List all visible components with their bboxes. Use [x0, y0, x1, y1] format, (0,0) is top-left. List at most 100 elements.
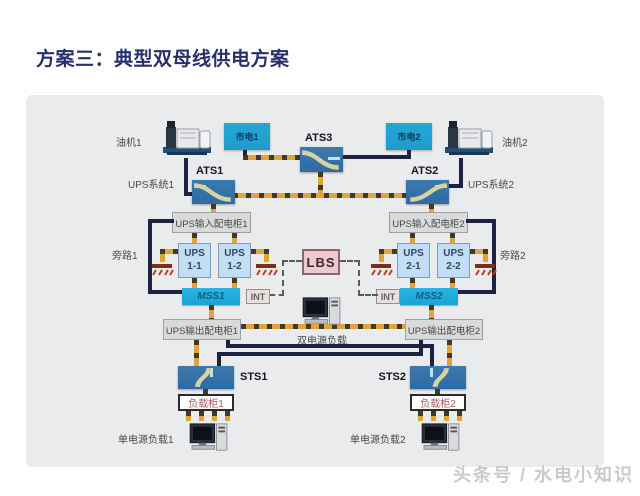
gen2-power-line	[459, 158, 463, 188]
ats2-box	[406, 180, 449, 204]
lbs-label: LBS	[306, 254, 336, 270]
ups-system1-label: UPS系统1	[128, 180, 175, 191]
port-mark	[328, 157, 340, 160]
switch-arc-icon	[195, 367, 212, 388]
switch-arc-icon	[410, 183, 448, 202]
switch-arc-icon	[432, 367, 449, 388]
ground-icon	[371, 264, 393, 276]
bypass2-line	[458, 290, 496, 294]
power-cable	[192, 233, 197, 243]
generator-icon	[163, 121, 211, 155]
single-load1-label: 单电源负载1	[118, 435, 174, 446]
ground-cable	[470, 249, 488, 254]
cross-feed-line	[430, 344, 434, 368]
lbs-signal-line	[282, 260, 302, 262]
generator2-label: 油机2	[502, 138, 528, 149]
ats1-output-cable	[211, 204, 216, 213]
power-cable	[447, 340, 452, 367]
ats-bus-cable	[233, 193, 407, 198]
ground-cable	[379, 249, 397, 254]
sts1-box	[178, 366, 234, 389]
int1-label: INT	[250, 291, 266, 302]
ats3-mains2-line	[343, 155, 411, 159]
mains1-drop-line	[243, 150, 247, 158]
load-stub-cable	[212, 411, 217, 421]
int2-box: INT	[376, 289, 400, 304]
sts2-label: STS2	[378, 371, 406, 383]
ats1-box	[192, 180, 235, 204]
load-cabinet2-box: 负载柜2	[410, 394, 466, 411]
ats3-output-cable	[318, 172, 323, 196]
load-stub-cable	[225, 411, 230, 421]
mains1-ats3-cable	[243, 155, 300, 160]
ats2-output-cable	[429, 204, 434, 213]
cross-feed-line	[217, 352, 423, 356]
lbs-signal-line	[340, 260, 360, 262]
output-cabinet1-box: UPS输出配电柜1	[163, 319, 241, 340]
ground-cable	[483, 249, 488, 262]
generator1-label: 油机1	[116, 138, 142, 149]
load-cabinet1-box: 负载柜1	[178, 394, 234, 411]
lbs-signal-line	[270, 294, 284, 296]
dual-load-cable	[241, 324, 405, 329]
ats3-box	[300, 147, 343, 172]
ats2-label: ATS2	[411, 165, 439, 177]
ups-system2-label: UPS系统2	[468, 180, 515, 191]
ground-cable	[251, 249, 269, 254]
bypass1-line	[150, 219, 174, 223]
ground-cable	[379, 249, 384, 262]
bypass1-line	[148, 290, 184, 294]
power-cable	[435, 389, 440, 394]
mains1-box: 市电1	[224, 123, 270, 150]
power-cable	[203, 389, 208, 394]
ground-icon	[256, 264, 278, 276]
lbs-signal-line	[282, 260, 284, 296]
output-cabinet2-label: UPS输出配电柜2	[407, 325, 481, 337]
bypass1-line	[148, 219, 152, 294]
output-cabinet1-label: UPS输出配电柜1	[165, 325, 239, 337]
lbs-signal-line	[358, 294, 378, 296]
gen1-power-line	[184, 192, 194, 196]
power-cable	[232, 278, 237, 288]
lbs-signal-line	[358, 260, 360, 296]
power-cable	[450, 278, 455, 288]
load-stub-cable	[418, 411, 423, 421]
mss2-box: MSS2	[400, 288, 458, 305]
power-cable	[450, 233, 455, 243]
input-cabinet1-box: UPS输入配电柜1	[172, 212, 251, 233]
generator-icon	[445, 121, 493, 155]
power-cable	[410, 233, 415, 243]
ground-cable	[160, 249, 165, 262]
input-cabinet2-label: UPS输入配电柜2	[392, 218, 465, 230]
mss2-label: MSS2	[415, 291, 443, 302]
ups1-1-label: UPS	[184, 248, 205, 259]
port-mark	[210, 368, 213, 377]
switch-arc-icon	[301, 150, 339, 170]
load-stub-cable	[431, 411, 436, 421]
gen2-power-line	[449, 184, 463, 188]
computer-icon	[302, 297, 341, 325]
power-cable	[429, 305, 434, 319]
int1-box: INT	[246, 289, 270, 304]
bypass2-line	[466, 219, 496, 223]
dual-load-label: 双电源负载	[297, 336, 347, 347]
mss1-box: MSS1	[182, 288, 240, 305]
power-cable	[410, 278, 415, 288]
power-cable	[194, 340, 199, 367]
bypass1-label: 旁路1	[112, 251, 138, 262]
single-load2-label: 单电源负载2	[350, 435, 406, 446]
ups2-2-label: UPS	[443, 248, 464, 259]
page-title: 方案三：典型双母线供电方案	[36, 49, 290, 70]
diagram-panel: 油机1 油机2 市电1 市电2 ATS3	[26, 95, 604, 467]
bypass2-line	[492, 219, 496, 294]
computer-icon	[421, 423, 460, 451]
ground-icon	[152, 264, 174, 276]
mains1-label: 市电1	[235, 132, 259, 142]
ground-cable	[160, 249, 178, 254]
lbs-box: LBS	[302, 249, 340, 275]
load-stub-cable	[186, 411, 191, 421]
gen1-power-line	[184, 158, 188, 196]
